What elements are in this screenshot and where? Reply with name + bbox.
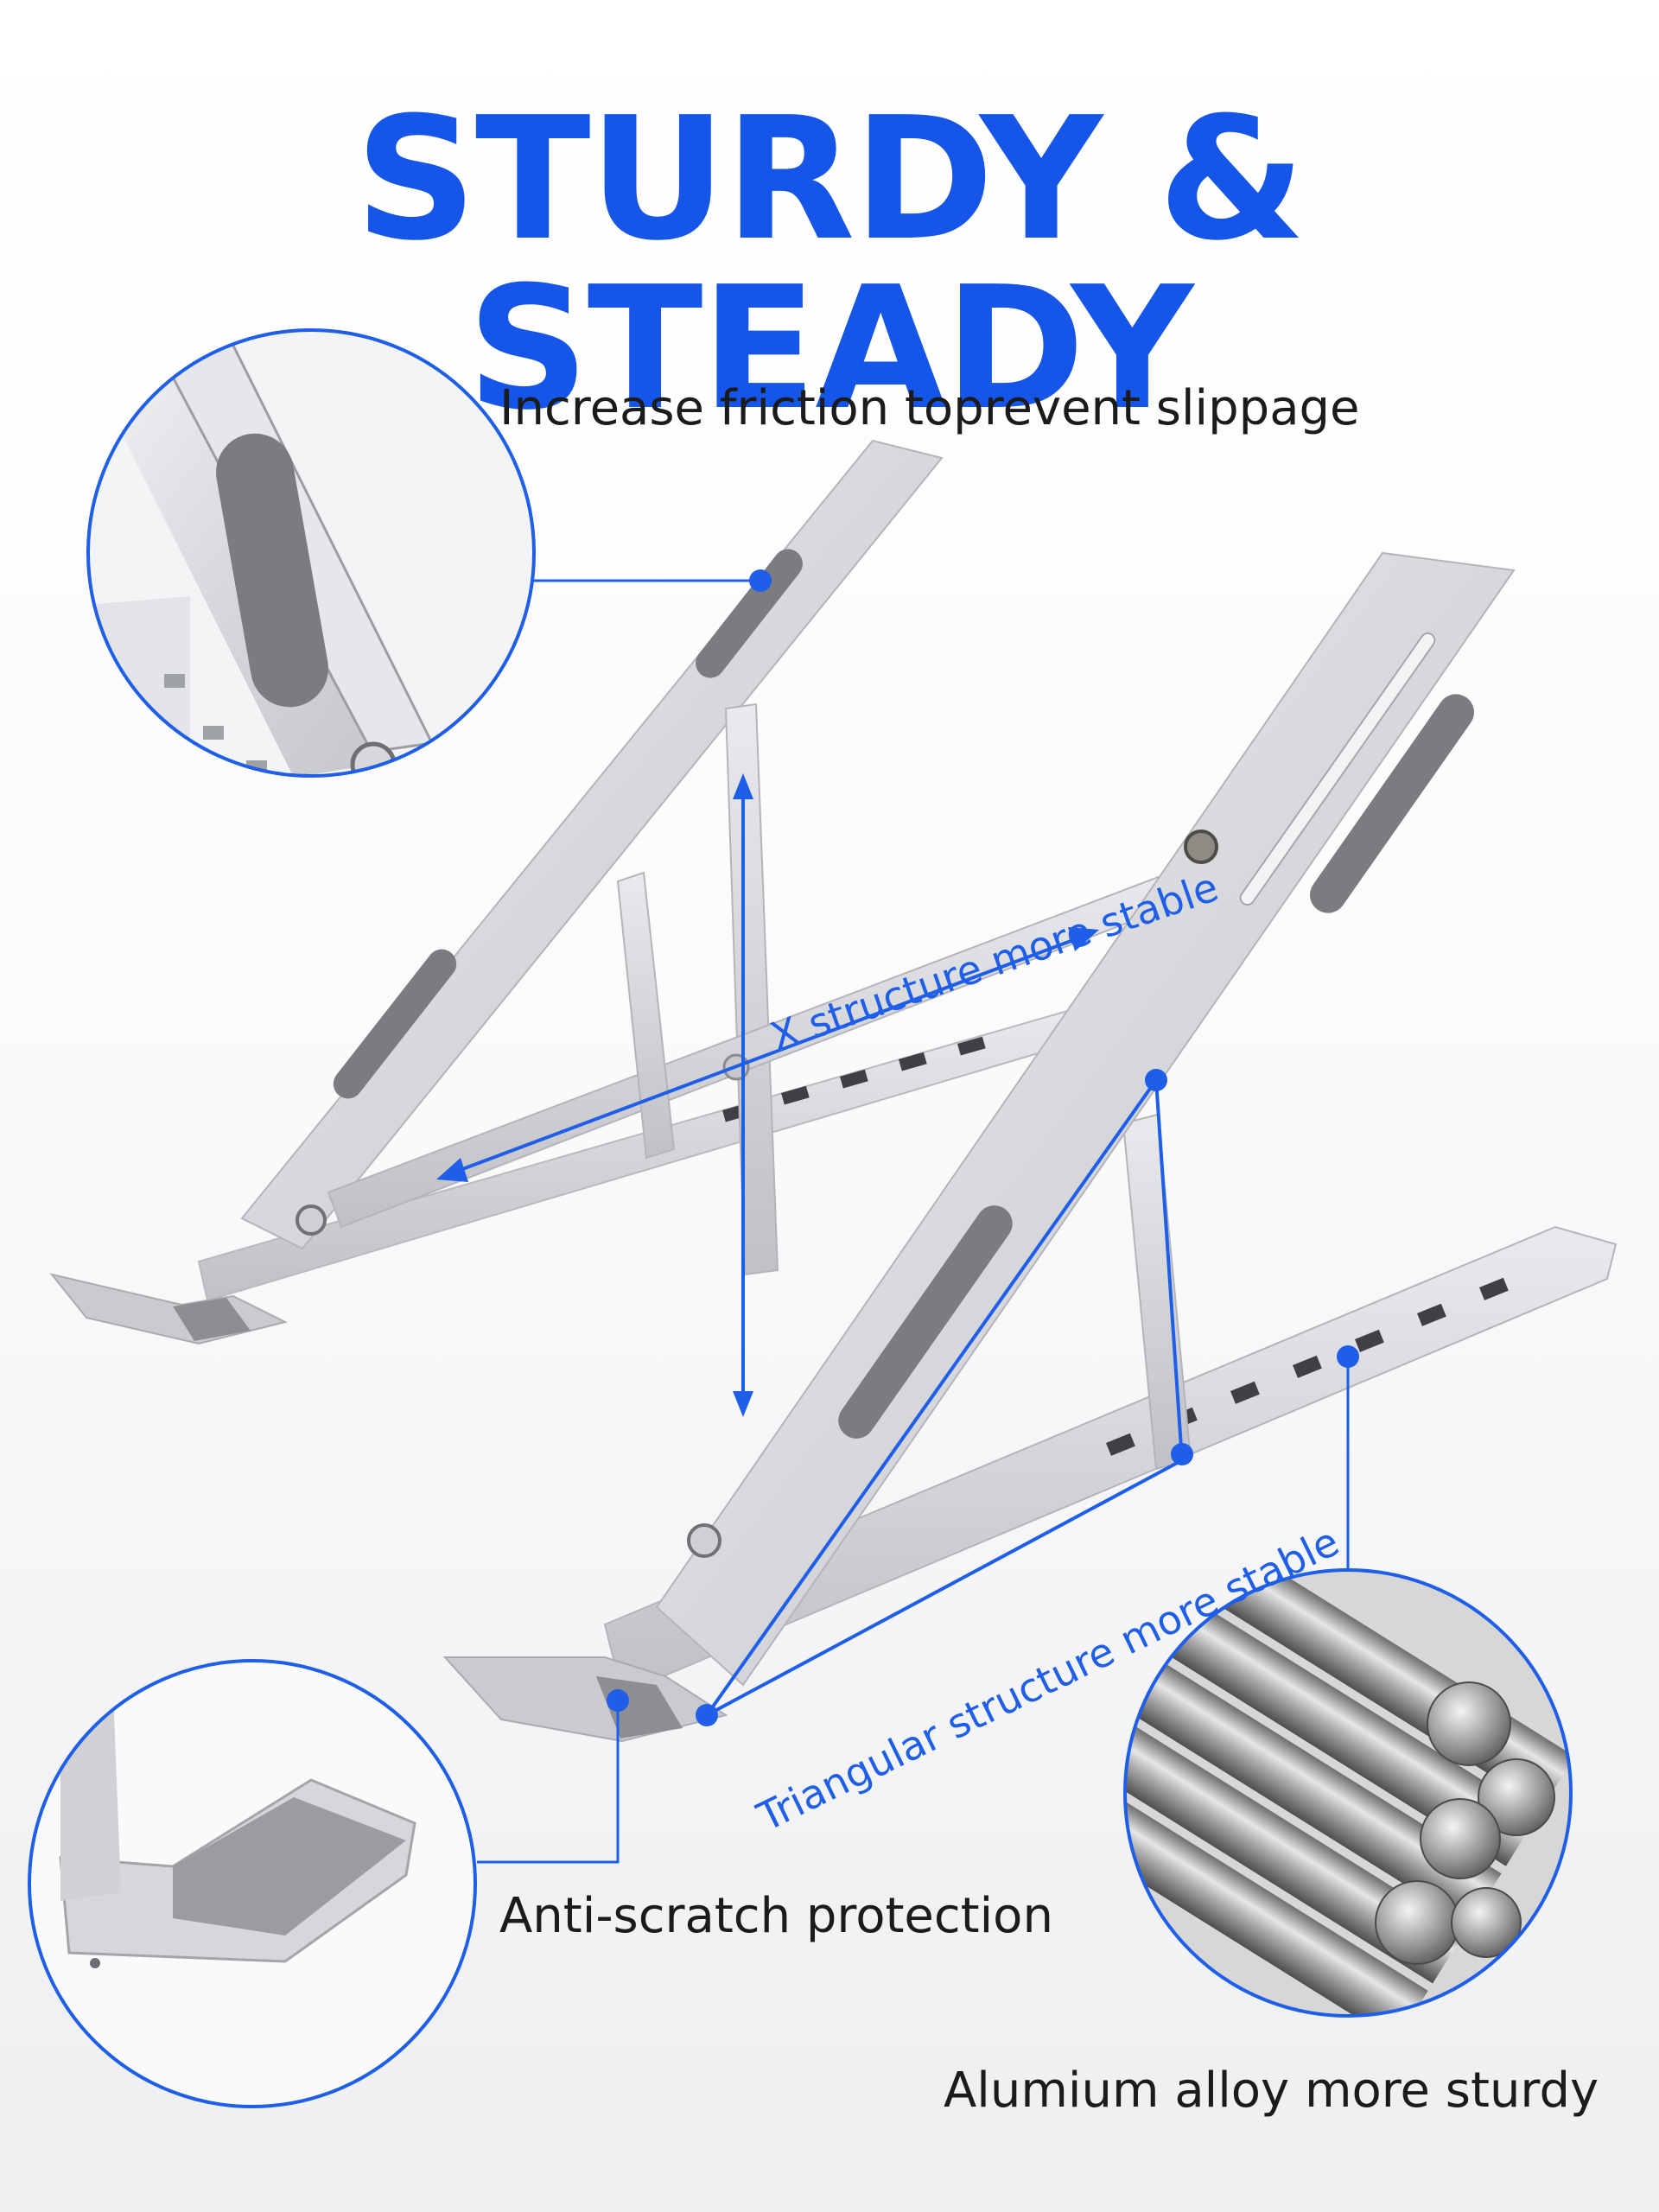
callout-leaders [477,569,1359,1864]
x-structure-arrows [436,773,1099,1417]
callout-dot-icon [607,1689,629,1712]
friction-detail-circle [86,328,536,778]
callout-dot-icon [1171,1443,1193,1465]
front-pad-upper [1310,694,1474,913]
anti-scratch-detail-circle [28,1659,477,2108]
back-pad-lower [333,949,457,1099]
back-pad-upper [696,549,803,678]
callout-dot-icon [696,1704,718,1726]
arrow-right-icon [1068,927,1099,951]
callout-dot-icon [1337,1345,1359,1368]
callout-dot-icon [1145,1069,1167,1091]
back-foot-pad [173,1298,251,1341]
front-foot [442,1656,728,1743]
headline: STURDY & STEADY [354,81,1306,448]
anti-scratch-callout-label: Anti-scratch protection [499,1888,1053,1944]
back-x-leg-a [724,702,779,1276]
front-stand [442,551,1618,1743]
arrow-down-icon [733,1391,753,1417]
front-pad-lower [838,1205,1013,1439]
back-top-bar [240,439,944,1250]
callout-dot-icon [749,569,772,592]
triangle-structure-lines [696,1069,1193,1726]
arrow-up-icon [733,773,753,799]
front-lower-knob-icon [687,1523,721,1558]
alloy-callout-label: Alumium alloy more sturdy [944,2063,1599,2119]
arrow-left-icon [436,1158,468,1182]
back-support-leg [616,871,676,1160]
friction-callout-label: Increase friction toprevent slippage [499,380,1360,436]
front-knob-icon [1184,830,1218,864]
back-knob-icon [296,1205,327,1236]
front-base-slots [1105,1277,1509,1456]
front-slide-slot [1239,632,1436,906]
